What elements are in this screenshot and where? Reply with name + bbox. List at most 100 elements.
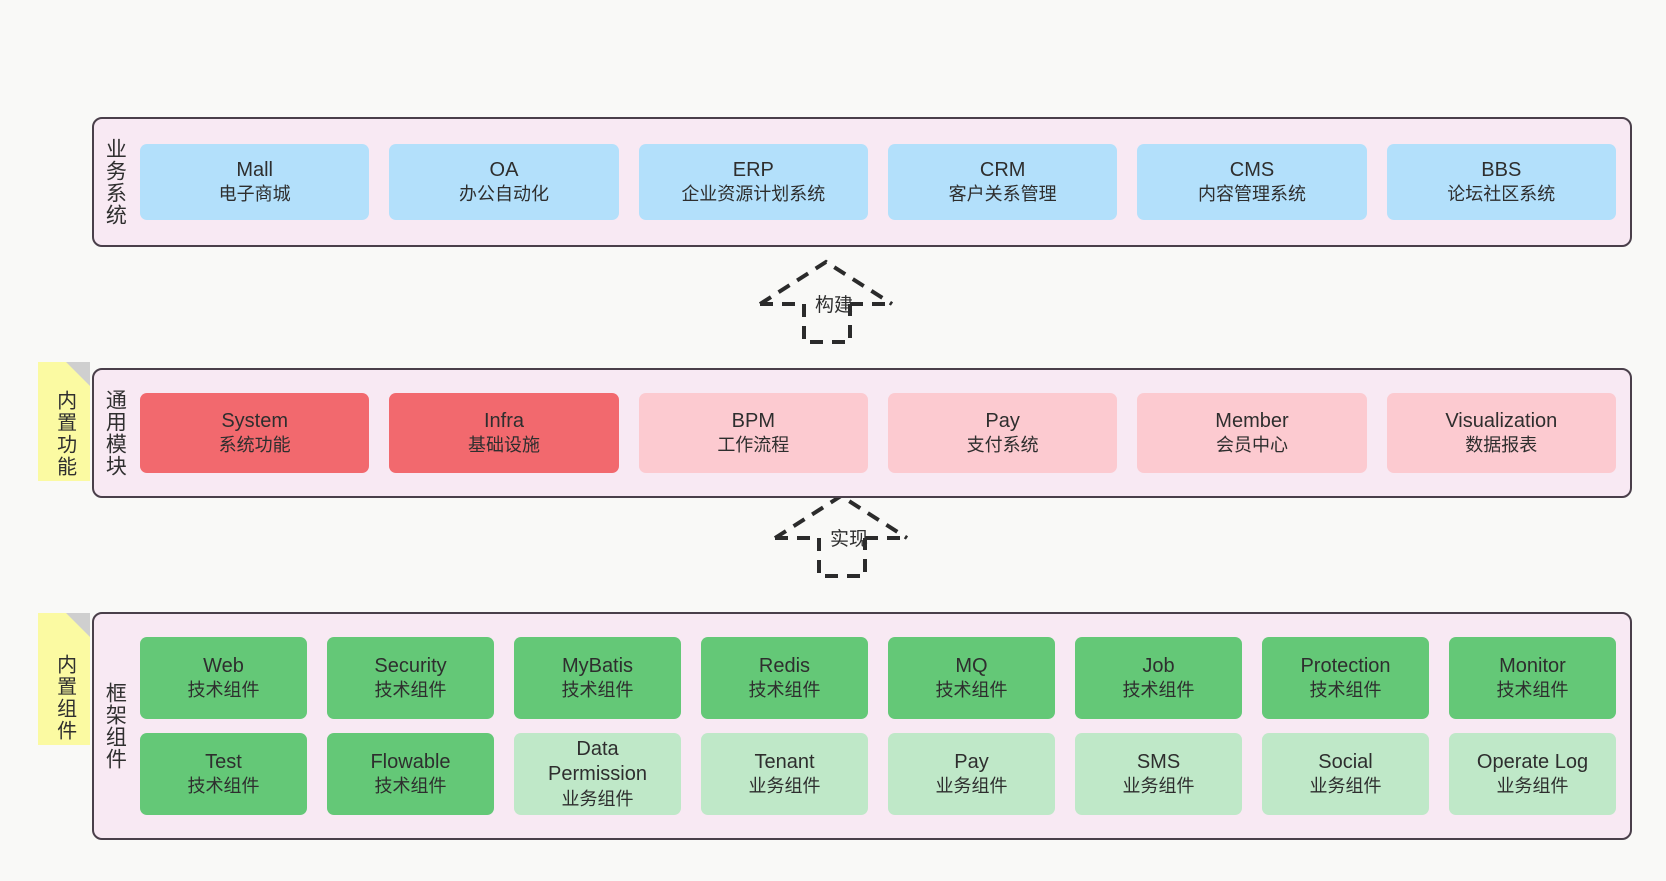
card-subtitle: 系统功能: [218, 435, 291, 456]
card-oa[interactable]: OA 办公自动化: [389, 144, 619, 220]
card-subtitle: 业务组件: [1122, 776, 1195, 797]
card-subtitle: 技术组件: [748, 680, 821, 701]
card-subtitle: 技术组件: [374, 680, 447, 701]
card-row: Web 技术组件 Security 技术组件 MyBatis 技术组件 Redi…: [140, 637, 1616, 719]
card-subtitle: 业务组件: [748, 776, 821, 797]
card-title: System: [221, 409, 288, 432]
card-title: Mall: [236, 158, 273, 181]
card-title: Data Permission: [548, 737, 647, 786]
card-title: BPM: [731, 409, 775, 432]
layer-framework-component-body: Web 技术组件 Security 技术组件 MyBatis 技术组件 Redi…: [134, 614, 1630, 838]
card-social[interactable]: Social 业务组件: [1262, 733, 1429, 815]
card-title: Redis: [758, 654, 811, 677]
layer-framework-component-title: 框架组件: [103, 682, 127, 770]
card-system[interactable]: System 系统功能: [140, 393, 370, 473]
note-fold-icon: [66, 613, 90, 637]
card-title: MQ: [955, 654, 988, 677]
card-redis[interactable]: Redis 技术组件: [701, 637, 868, 719]
note-fold-icon: [66, 362, 90, 386]
connector-build: 构建: [752, 256, 932, 346]
layer-business-system-title: 业务系统: [103, 138, 127, 226]
card-subtitle: 会员中心: [1215, 435, 1288, 456]
card-title: Web: [203, 654, 244, 677]
card-bpm[interactable]: BPM 工作流程: [638, 393, 868, 473]
layer-common-module: 通用模块 System 系统功能 Infra 基础设施 BPM 工作流程 Pay…: [92, 368, 1632, 498]
build-arrow-svg: [758, 259, 894, 344]
card-subtitle: 电子商城: [218, 184, 291, 205]
card-title: SMS: [1136, 750, 1181, 773]
card-title: CRM: [979, 158, 1026, 181]
card-subtitle: 技术组件: [935, 680, 1008, 701]
card-title: Monitor: [1499, 654, 1566, 677]
card-test[interactable]: Test 技术组件: [140, 733, 307, 815]
card-title: Operate Log: [1476, 750, 1589, 773]
card-job[interactable]: Job 技术组件: [1075, 637, 1242, 719]
card-mybatis[interactable]: MyBatis 技术组件: [514, 637, 681, 719]
card-data-permission[interactable]: Data Permission 业务组件: [514, 733, 681, 815]
card-mall[interactable]: Mall 电子商城: [140, 144, 370, 220]
sticky-note-builtin-component: 内置组件: [38, 613, 90, 745]
card-title: Flowable: [370, 750, 451, 773]
card-subtitle: 企业资源计划系统: [681, 184, 826, 205]
card-row: Test 技术组件 Flowable 技术组件 Data Permission …: [140, 733, 1616, 815]
card-subtitle: 业务组件: [935, 776, 1008, 797]
sticky-note-builtin-function-label: 内置功能: [53, 390, 76, 478]
card-subtitle: 技术组件: [1122, 680, 1195, 701]
card-title: Member: [1215, 409, 1289, 432]
card-tenant[interactable]: Tenant 业务组件: [701, 733, 868, 815]
card-title: Social: [1318, 750, 1373, 773]
card-security[interactable]: Security 技术组件: [327, 637, 494, 719]
card-erp[interactable]: ERP 企业资源计划系统: [638, 144, 868, 220]
card-title: ERP: [732, 158, 774, 181]
sticky-note-builtin-component-label: 内置组件: [53, 654, 76, 742]
connector-build-label: 构建: [815, 295, 854, 316]
card-mq[interactable]: MQ 技术组件: [888, 637, 1055, 719]
card-crm[interactable]: CRM 客户关系管理: [887, 144, 1118, 220]
connector-implement-label: 实现: [830, 529, 869, 550]
layer-business-system-body: Mall 电子商城 OA 办公自动化 ERP 企业资源计划系统 CRM 客户关系…: [134, 119, 1630, 245]
layer-business-system: 业务系统 Mall 电子商城 OA 办公自动化 ERP 企业资源计划系统 CRM…: [92, 117, 1632, 247]
card-title: Pay: [954, 750, 989, 773]
card-bbs[interactable]: BBS 论坛社区系统: [1386, 144, 1616, 220]
card-title: MyBatis: [561, 654, 634, 677]
card-row: System 系统功能 Infra 基础设施 BPM 工作流程 Pay 支付系统…: [140, 393, 1616, 473]
card-monitor[interactable]: Monitor 技术组件: [1449, 637, 1616, 719]
card-title: Visualization: [1445, 409, 1558, 432]
card-title: Job: [1142, 654, 1175, 677]
card-title: Tenant: [754, 750, 815, 773]
card-flowable[interactable]: Flowable 技术组件: [327, 733, 494, 815]
card-visualization[interactable]: Visualization 数据报表: [1386, 393, 1616, 473]
card-subtitle: 技术组件: [1309, 680, 1382, 701]
card-pay-component[interactable]: Pay 业务组件: [888, 733, 1055, 815]
layer-framework-component: 框架组件 Web 技术组件 Security 技术组件 MyBatis 技术组件…: [92, 612, 1632, 840]
card-sms[interactable]: SMS 业务组件: [1075, 733, 1242, 815]
card-subtitle: 业务组件: [561, 789, 634, 810]
card-subtitle: 技术组件: [187, 680, 260, 701]
card-protection[interactable]: Protection 技术组件: [1262, 637, 1429, 719]
layer-common-module-title: 通用模块: [103, 389, 127, 477]
card-title: Security: [374, 654, 447, 677]
card-subtitle: 支付系统: [966, 435, 1039, 456]
card-subtitle: 技术组件: [374, 776, 447, 797]
card-pay-module[interactable]: Pay 支付系统: [887, 393, 1118, 473]
card-title: BBS: [1481, 158, 1522, 181]
card-infra[interactable]: Infra 基础设施: [389, 393, 619, 473]
card-subtitle: 技术组件: [1496, 680, 1569, 701]
card-operate-log[interactable]: Operate Log 业务组件: [1449, 733, 1616, 815]
card-cms[interactable]: CMS 内容管理系统: [1137, 144, 1367, 220]
layer-common-module-body: System 系统功能 Infra 基础设施 BPM 工作流程 Pay 支付系统…: [134, 370, 1630, 496]
card-subtitle: 业务组件: [1309, 776, 1382, 797]
card-title: OA: [489, 158, 519, 181]
card-subtitle: 数据报表: [1465, 435, 1538, 456]
card-subtitle: 工作流程: [717, 435, 790, 456]
sticky-note-builtin-function: 内置功能: [38, 362, 90, 481]
card-subtitle: 技术组件: [187, 776, 260, 797]
card-subtitle: 基础设施: [467, 435, 540, 456]
card-web[interactable]: Web 技术组件: [140, 637, 307, 719]
card-member[interactable]: Member 会员中心: [1137, 393, 1367, 473]
card-title: Pay: [985, 409, 1020, 432]
card-title: Infra: [483, 409, 524, 432]
card-subtitle: 论坛社区系统: [1447, 184, 1556, 205]
card-title: Test: [205, 750, 242, 773]
card-row: Mall 电子商城 OA 办公自动化 ERP 企业资源计划系统 CRM 客户关系…: [140, 144, 1616, 220]
